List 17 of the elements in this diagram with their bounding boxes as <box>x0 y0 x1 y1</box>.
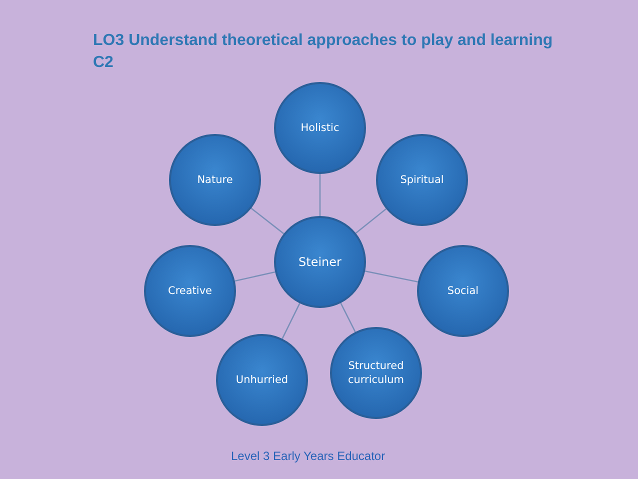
node-label: Nature <box>197 173 233 187</box>
node-label: Holistic <box>300 121 340 135</box>
connector-line <box>282 303 300 339</box>
node-label: Creative <box>168 284 212 298</box>
node-label: Spiritual <box>400 173 444 187</box>
connector-line <box>234 271 276 282</box>
connector-line <box>364 270 418 282</box>
slide-title: LO3 Understand theoretical approaches to play and learning C2 <box>93 31 553 73</box>
node-label: Steiner <box>298 255 342 269</box>
node-label: Social <box>447 284 479 298</box>
connector-line <box>355 208 387 234</box>
connector-line <box>250 208 284 234</box>
footer-text: Level 3 Early Years Educator <box>231 449 386 463</box>
connector-line <box>340 302 356 332</box>
node-label: Structured curriculum <box>346 359 406 387</box>
connector-line <box>319 174 321 216</box>
node-label: Unhurried <box>236 373 288 387</box>
